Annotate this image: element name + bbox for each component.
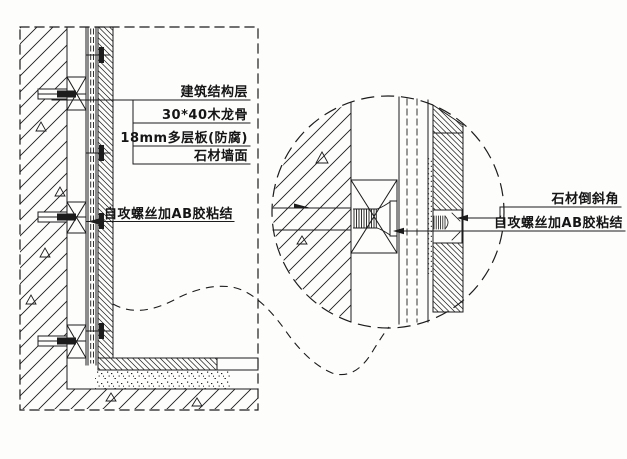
detail-leaders [393, 206, 626, 235]
detail-glue-layer [428, 157, 433, 274]
anchor-bolt [37, 211, 87, 223]
anchor-bolt [37, 88, 87, 100]
detail-anchor-bolt [272, 203, 352, 231]
detail-stone-panel [432, 104, 464, 313]
section-leaders [51, 99, 251, 225]
detail-reference-curve [112, 285, 390, 376]
leader-arrow [393, 227, 404, 235]
callout-structure-layer: 建筑结构层 [180, 84, 248, 100]
floor-assembly [95, 357, 259, 389]
detail-concrete-symbols [296, 151, 329, 245]
stone-panel [97, 26, 114, 359]
anchor-bolts [37, 88, 87, 347]
callout-stone-chamfer: 石材倒斜角 [550, 191, 619, 207]
callout-screw-glue-detail: 自攻螺丝加AB胶粘结 [494, 215, 623, 231]
self-tapping-screw [85, 47, 111, 63]
detail-screw-head [389, 200, 398, 237]
mortar-layer [95, 371, 230, 389]
anchor-bolt [37, 335, 87, 347]
leader-line [465, 206, 622, 219]
detail-concrete-hatch [273, 97, 351, 327]
detail-screw [353, 200, 398, 237]
concrete-structure-hatch [20, 27, 258, 409]
self-tapping-screw [85, 145, 111, 161]
detail-circle [271, 95, 505, 329]
callout-plywood: 18mm多层板(防腐) [120, 130, 248, 146]
callout-stone-wall: 石材墙面 [193, 148, 248, 164]
self-tapping-screw [85, 323, 111, 339]
leader-arrow [457, 214, 468, 222]
concrete-symbols [25, 121, 203, 407]
detail-pocket-screw-tip [433, 212, 461, 241]
detail-view: 石材倒斜角 自攻螺丝加AB胶粘结 [271, 95, 626, 329]
leader-arrow [88, 218, 100, 225]
floor-stone [97, 357, 218, 371]
section-view: 建筑结构层 30*40木龙骨 18mm多层板(防腐) 石材墙面 自攻螺丝加AB胶… [19, 26, 259, 411]
floor-stone-extension [216, 357, 259, 371]
section-border [19, 26, 259, 411]
callout-wood-keel: 30*40木龙骨 [162, 107, 248, 123]
plywood-layer [87, 26, 97, 366]
callout-screw-glue: 自攻螺丝加AB胶粘结 [104, 206, 233, 222]
detail-plywood [398, 96, 429, 325]
detail-stone-pocket [432, 209, 463, 244]
